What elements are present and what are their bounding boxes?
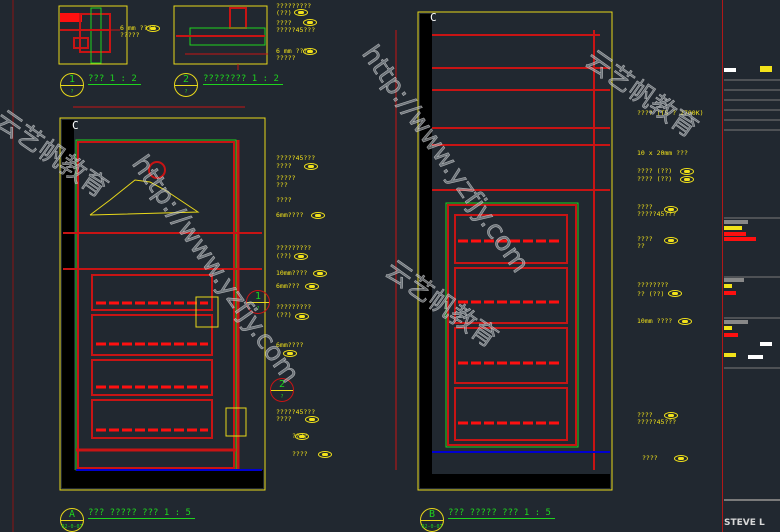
elevation_a-annotation: 6mm???? bbox=[276, 211, 304, 219]
designer-name: STEVE L bbox=[724, 518, 765, 528]
tag-bubble-icon bbox=[664, 206, 678, 213]
elevation_a-annotation: ???? bbox=[276, 162, 292, 170]
elevation_a-annotation: ???? bbox=[276, 196, 292, 204]
elevation-a-callout-1: 1 ? bbox=[246, 290, 270, 314]
elevation-a-letter: A bbox=[68, 509, 76, 520]
detail-1-drawing bbox=[58, 5, 128, 65]
elevation-b-section-marker: C bbox=[430, 11, 437, 24]
tag-bubble-icon bbox=[294, 253, 308, 260]
tag-bubble-icon bbox=[674, 455, 688, 462]
detail-1-note: ????? bbox=[120, 31, 140, 39]
tag-bubble-icon bbox=[678, 318, 692, 325]
elevation-b-title: ??? ????? ??? 1 : 5 bbox=[448, 508, 555, 519]
elevation_a-annotation: ????????? bbox=[276, 303, 312, 311]
elevation-a-drawing bbox=[59, 106, 266, 491]
title-block-color-bars bbox=[724, 66, 772, 359]
detail-2-drawing bbox=[173, 5, 268, 70]
elevation_a-annotation: ?????45??? bbox=[276, 154, 316, 162]
callout-sub: ? bbox=[280, 394, 284, 400]
elevation_a-annotation: 10mm???? bbox=[276, 269, 308, 277]
tag-bubble-icon bbox=[295, 433, 309, 440]
elevation_b-annotation: ???? (??) bbox=[637, 175, 673, 183]
tag-bubble-icon bbox=[668, 290, 682, 297]
detail-1-number: 1 bbox=[68, 74, 76, 85]
callout-number: 2 bbox=[278, 379, 286, 390]
elevation_a-annotation: ???? bbox=[292, 450, 308, 458]
elevation_b-annotation: ?????45??? bbox=[637, 210, 677, 218]
tag-bubble-icon bbox=[303, 19, 317, 26]
tag-bubble-icon bbox=[311, 212, 325, 219]
callout-number: 1 bbox=[254, 291, 262, 302]
elevation-b-code: 02-0-07 bbox=[421, 524, 443, 530]
elevation_b-annotation: 10mm ???? bbox=[637, 317, 673, 325]
elevation_a-annotation: ?????45??? bbox=[276, 408, 316, 416]
elevation_b-annotation: ???????? bbox=[637, 281, 669, 289]
tag-bubble-icon bbox=[313, 270, 327, 277]
elevation-b-drawing bbox=[395, 11, 613, 491]
elevation-b-letter: B bbox=[428, 509, 436, 520]
elevation_b-annotation: ?? (??) bbox=[637, 290, 665, 298]
elevation_b-annotation: ???? (??) bbox=[637, 167, 673, 175]
elevation_b-annotation: ???? bbox=[637, 411, 653, 419]
callout-sub: ? bbox=[256, 306, 260, 312]
elevation_a-annotation: ??? bbox=[276, 181, 288, 189]
elevation-a-section-marker: C bbox=[72, 119, 79, 132]
elevation_a-annotation: ????????? bbox=[276, 244, 312, 252]
elevation_a-annotation: ???? bbox=[276, 415, 292, 423]
detail-1-marker: 1 ? bbox=[60, 73, 84, 97]
elevation-a-title: ??? ????? ??? 1 : 5 bbox=[88, 508, 195, 519]
elevation_a-annotation: ????? bbox=[276, 174, 296, 182]
tag-bubble-icon bbox=[664, 237, 678, 244]
elevation-a-callout-2: 2 ? bbox=[270, 378, 294, 402]
tag-bubble-icon bbox=[664, 412, 678, 419]
elevation_b-annotation: ???? (T5 ? 2700K) bbox=[637, 109, 704, 117]
tag-bubble-icon bbox=[680, 176, 694, 183]
tag-bubble-icon bbox=[305, 416, 319, 423]
tag-bubble-icon bbox=[146, 25, 160, 32]
detail-2-marker: 2 ? bbox=[174, 73, 198, 97]
detail-2-note: ?????45??? bbox=[276, 26, 316, 34]
elevation_a-annotation: (??) bbox=[276, 311, 292, 319]
elevation_b-annotation: ?????45??? bbox=[637, 418, 677, 426]
detail-1-title: ??? 1 : 2 bbox=[88, 74, 141, 85]
tag-bubble-icon bbox=[295, 313, 309, 320]
detail-2-note: 6 mm ???? bbox=[276, 47, 312, 55]
detail-1-note: 6 mm ???? bbox=[120, 24, 156, 32]
detail-2-title: ???????? 1 : 2 bbox=[203, 74, 283, 85]
tag-bubble-icon bbox=[283, 350, 297, 357]
elevation_b-annotation: ???? bbox=[642, 454, 658, 462]
elevation-a-marker: A 02-0-07 bbox=[60, 508, 84, 532]
tag-bubble-icon bbox=[304, 163, 318, 170]
detail-2-note: ????? bbox=[276, 54, 296, 62]
detail-2-sub: ? bbox=[184, 89, 188, 95]
elevation_b-annotation: ?? bbox=[637, 242, 645, 250]
elevation_a-annotation: 6mm??? bbox=[276, 282, 300, 290]
elevation-b-marker: B 02-0-07 bbox=[420, 508, 444, 532]
detail-2-number: 2 bbox=[182, 74, 190, 85]
elevation_b-annotation: ???? bbox=[637, 235, 653, 243]
tag-bubble-icon bbox=[303, 48, 317, 55]
elevation_b-annotation: 10 x 20mm ??? bbox=[637, 149, 688, 157]
elevation_a-annotation: (??) bbox=[276, 252, 292, 260]
detail-2-note: (??) bbox=[276, 9, 292, 17]
elevation-a-code: 02-0-07 bbox=[61, 524, 83, 530]
detail-2-note: ????????? bbox=[276, 2, 312, 10]
detail-1-sub: ? bbox=[70, 89, 74, 95]
elevation_b-annotation: ???? bbox=[637, 203, 653, 211]
detail-2-note: ???? bbox=[276, 19, 292, 27]
tag-bubble-icon bbox=[318, 451, 332, 458]
elevation_a-annotation: 6mm???? bbox=[276, 341, 304, 349]
tag-bubble-icon bbox=[294, 9, 308, 16]
tag-bubble-icon bbox=[680, 168, 694, 175]
title-block-lines bbox=[724, 79, 780, 501]
title-block bbox=[722, 0, 780, 532]
tag-bubble-icon bbox=[305, 283, 319, 290]
